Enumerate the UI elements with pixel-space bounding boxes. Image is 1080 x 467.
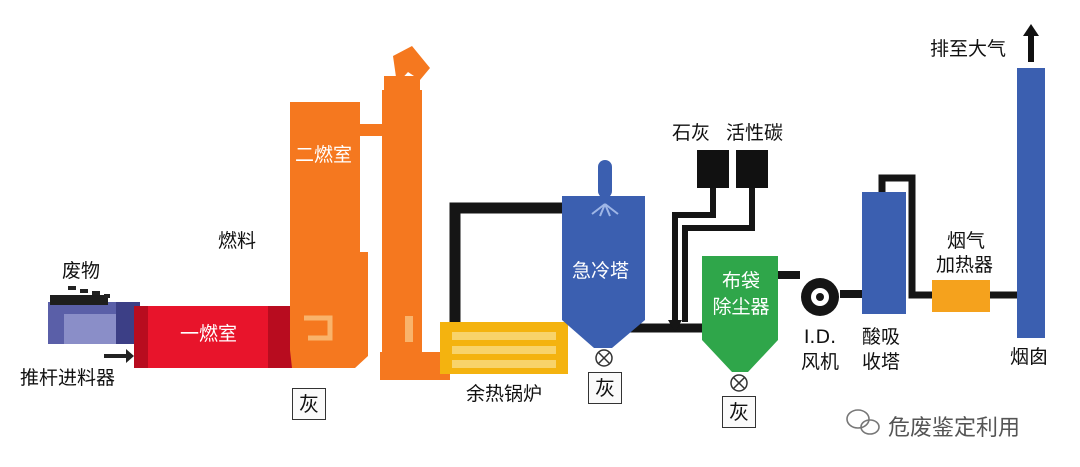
ducts bbox=[449, 174, 1017, 333]
id-fan-label-2: 风机 bbox=[800, 351, 839, 373]
lime-feed-line bbox=[672, 185, 716, 322]
kiln-ash-label: 灰 bbox=[292, 388, 326, 420]
bagfilter-ash-valve-icon bbox=[730, 374, 748, 392]
watermark-text: 危废鉴定利用 bbox=[888, 416, 1021, 441]
waste-particles bbox=[68, 286, 110, 298]
flue-gas-heater bbox=[932, 280, 990, 312]
acid-absorber-label-1: 酸吸 bbox=[862, 326, 901, 348]
rotary-kiln bbox=[134, 306, 294, 368]
flue-heater-label-1: 烟气 bbox=[947, 230, 986, 252]
bagfilter-ash-label: 灰 bbox=[722, 396, 756, 428]
fuel-label: 燃料 bbox=[218, 230, 257, 252]
secondary-chamber-label: 二燃室 bbox=[295, 144, 353, 166]
primary-chamber-label: 一燃室 bbox=[180, 323, 238, 345]
activated-carbon-label: 活性碳 bbox=[726, 122, 784, 144]
feed-arrow-icon bbox=[104, 349, 134, 363]
wechat-logo-icon bbox=[846, 409, 880, 435]
quench-tower bbox=[562, 160, 645, 348]
boiler-to-quench-duct bbox=[449, 202, 570, 330]
bag-filter bbox=[702, 256, 778, 372]
id-fan bbox=[801, 278, 839, 316]
acid-absorber-label-2: 收塔 bbox=[862, 351, 901, 373]
spray-nozzle-icon bbox=[591, 203, 619, 217]
waste-heat-boiler-label: 余热锅炉 bbox=[466, 383, 543, 405]
lime-arrowhead bbox=[668, 320, 682, 332]
waste-label: 废物 bbox=[62, 260, 101, 282]
lime-hopper bbox=[697, 150, 729, 188]
flue-heater-label-2: 加热器 bbox=[936, 254, 994, 276]
id-fan-label-1: I.D. bbox=[803, 326, 837, 348]
acid-absorber bbox=[862, 192, 906, 314]
carbon-hopper bbox=[736, 150, 768, 188]
chimney bbox=[1017, 68, 1045, 338]
chimney-label: 烟囱 bbox=[1010, 346, 1049, 368]
ram-feeder-label: 推杆进料器 bbox=[20, 367, 116, 389]
waste-heat-boiler bbox=[440, 322, 568, 374]
exhaust-arrow-icon bbox=[1023, 24, 1039, 62]
lime-label: 石灰 bbox=[672, 122, 711, 144]
exhaust-label: 排至大气 bbox=[930, 38, 1007, 60]
carbon-feed-line bbox=[682, 185, 755, 322]
secondary-chamber bbox=[290, 46, 450, 380]
quench-tower-label: 急冷塔 bbox=[572, 260, 630, 282]
quench-ash-label: 灰 bbox=[588, 372, 622, 404]
quench-ash-valve-icon bbox=[595, 349, 613, 367]
bag-filter-label-1: 布袋 bbox=[721, 270, 760, 292]
ram-feeder bbox=[48, 295, 140, 344]
bag-filter-label-2: 除尘器 bbox=[712, 296, 770, 318]
absorber-to-heater-duct bbox=[878, 174, 932, 299]
